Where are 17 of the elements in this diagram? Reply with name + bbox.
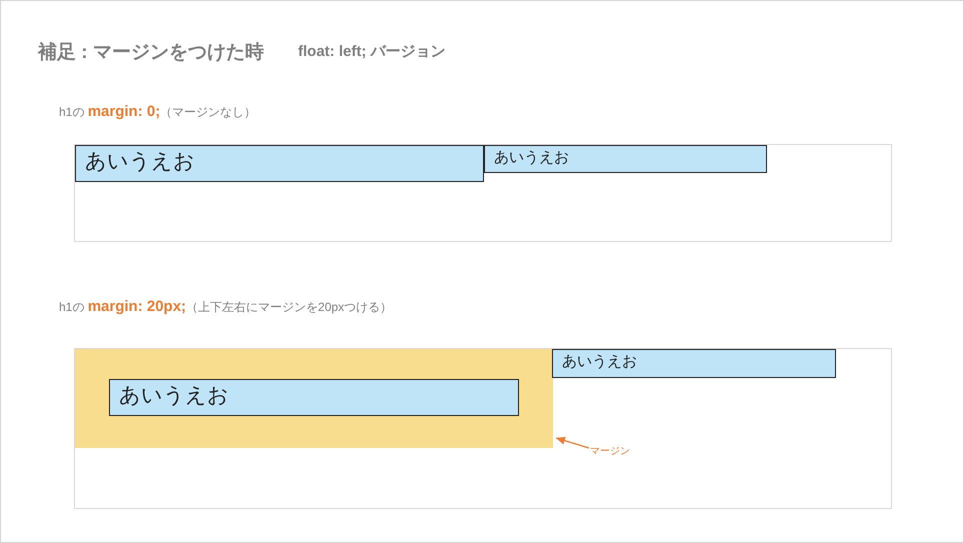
text-block [552, 349, 836, 378]
block-text: あいうえお [85, 151, 195, 172]
section-heading: h1の margin: 0;（マージンなし） [59, 103, 256, 121]
container-frame [74, 144, 892, 242]
leader-arrow [556, 436, 590, 449]
text-block [75, 145, 484, 182]
text-block [484, 145, 767, 173]
container-frame [74, 348, 892, 509]
slide-title: 補足 : マージンをつけた時 [38, 40, 264, 65]
text-block [109, 379, 519, 416]
subtitle: float: left; バージョン [298, 42, 446, 61]
block-text: あいうえお [119, 385, 229, 406]
block-text: あいうえお [562, 354, 637, 369]
margin-label: マージン [590, 447, 630, 457]
margin-area [75, 349, 553, 448]
section-heading: h1の margin: 20px;（上下左右にマージンを20pxつける） [59, 298, 392, 316]
block-text: あいうえお [494, 150, 569, 164]
